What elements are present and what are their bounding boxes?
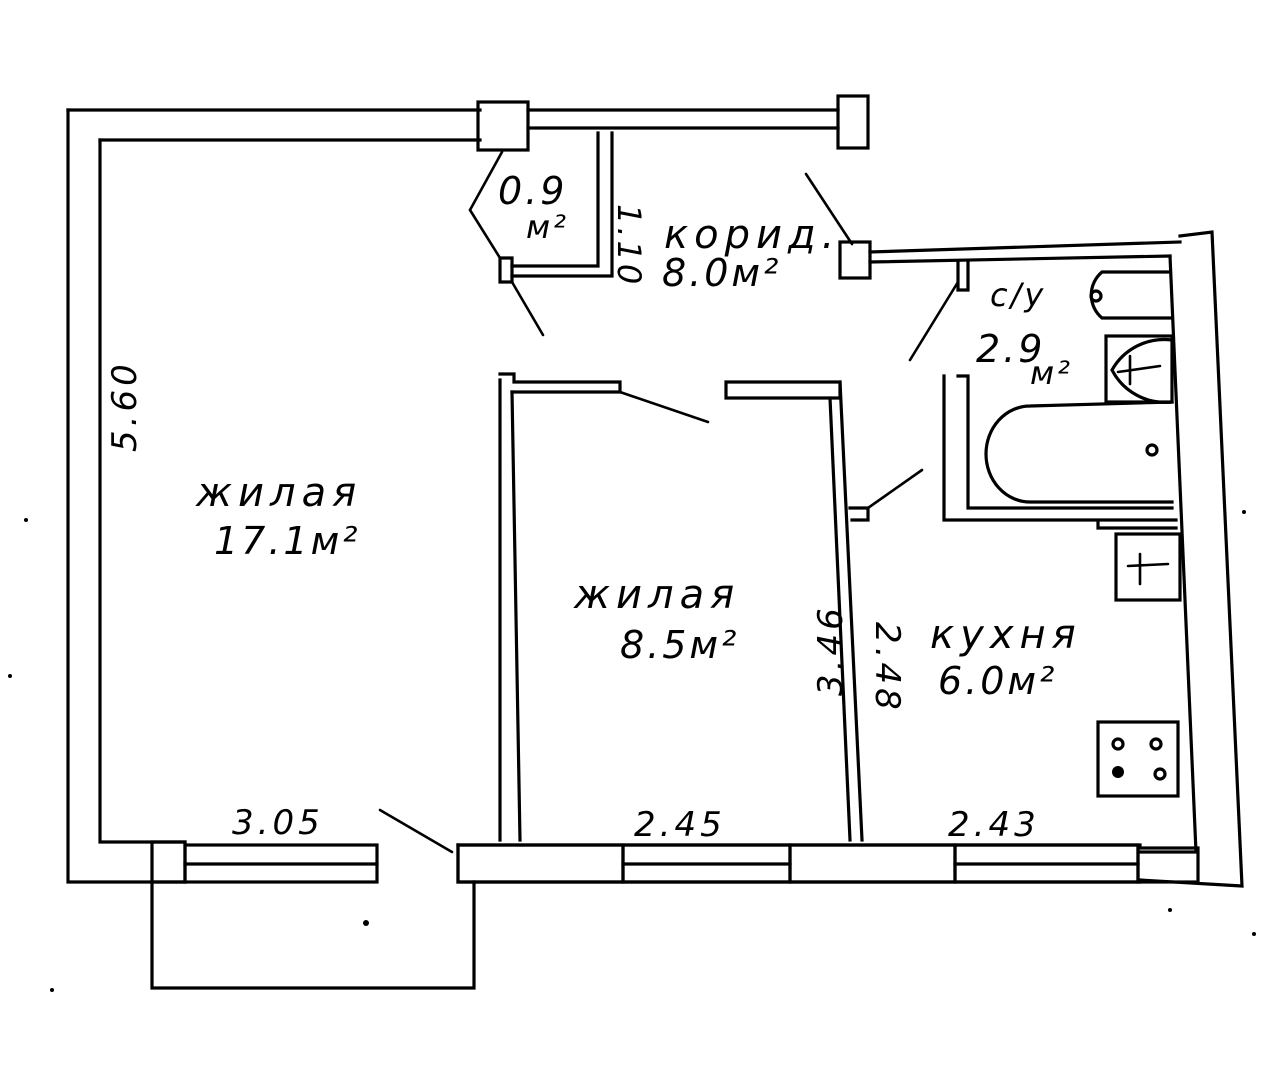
door-swings: [378, 150, 960, 854]
balcony: [150, 880, 476, 990]
room-corridor-name: корид.: [664, 212, 840, 258]
balcony-dot: [363, 920, 369, 926]
toilet-icon: [1089, 270, 1172, 320]
stove-icon: [1096, 720, 1180, 798]
fixtures: [984, 270, 1182, 798]
room-labels: жилая 17.1м² жилая 8.5м² корид. 8.0м² с/…: [195, 169, 1082, 703]
dimension-labels: 5.60 3.05 2.45 2.43 3.46 2.48 1.10: [105, 204, 1040, 845]
room-kitchen-name: кухня: [930, 612, 1082, 658]
dim-corridor-width: 1.10: [610, 204, 648, 287]
room-living-large-name: жилая: [195, 470, 362, 516]
room-closet-unit: м²: [526, 208, 569, 246]
windows: [183, 843, 1140, 884]
scan-specks: [8, 510, 1256, 992]
room-kitchen-area: 6.0м²: [938, 659, 1057, 703]
interior-walls: [498, 131, 1178, 842]
dim-bottom-room2: 2.45: [634, 805, 726, 845]
bathtub-icon: [984, 400, 1174, 504]
dim-bottom-kitchen: 2.43: [948, 805, 1040, 845]
dim-left-height: 5.60: [105, 360, 145, 452]
dim-bottom-room1: 3.05: [232, 803, 324, 843]
kitchen-sink-icon: [1114, 532, 1182, 602]
room-bathroom-name: с/у: [990, 276, 1046, 314]
room-corridor-area: 8.0м²: [662, 251, 781, 295]
room-living-small-name: жилая: [573, 572, 740, 618]
room-living-large-area: 17.1м²: [214, 519, 361, 563]
dim-wall-room2: 3.46: [811, 604, 851, 696]
room-closet-area: 0.9: [498, 169, 567, 213]
room-living-small-area: 8.5м²: [620, 623, 739, 667]
room-bathroom-area: 2.9: [976, 327, 1045, 371]
room-bathroom-unit: м²: [1030, 354, 1073, 392]
dim-wall-kitchen: 2.48: [867, 622, 907, 714]
